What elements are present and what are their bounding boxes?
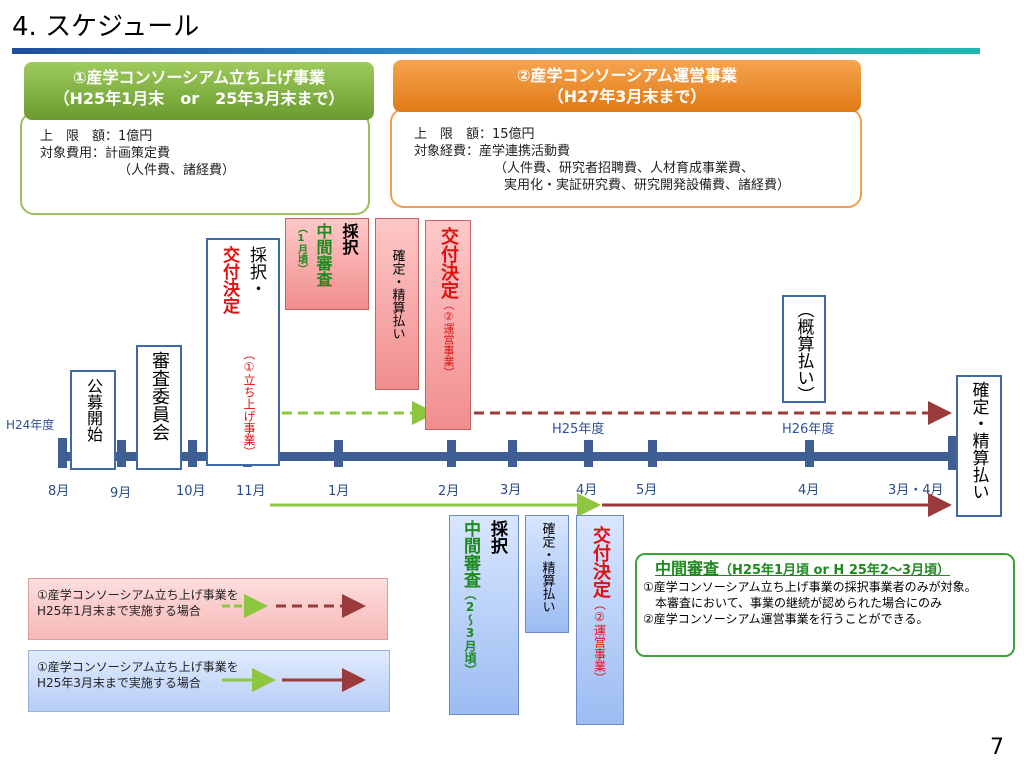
step-koubo: 公募開始 [70, 370, 116, 470]
note-line2: 本審査において、事業の継続が認められた場合にのみ [655, 596, 943, 610]
page-title: 4. スケジュール [12, 12, 200, 42]
project1-info-box: 上 限 額：1億円 対象費用：計画策定費 （人件費、諸経費） [20, 112, 370, 215]
step-kakutei-end: 確定・精算払い [956, 375, 1002, 517]
project1-header: ①産学コンソーシアム立ち上げ事業 （H25年1月末 or 25年3月末まで） [24, 62, 374, 120]
step-koufu1-text: 交付決定 [219, 246, 239, 314]
project2-header-line1: ②産学コンソーシアム運営事業 [516, 66, 738, 85]
month-label: 1月 [328, 484, 350, 499]
step-chukan-bottom-sub: （2〜3月頃） [463, 588, 477, 676]
project1-cost-label: 対象費用：計画策定費 [40, 146, 171, 161]
step-kakutei-end-text: 確定・精算払い [968, 381, 989, 500]
month-label: 3月・4月 [888, 483, 944, 498]
tick-4 [584, 440, 593, 467]
project2-header: ②産学コンソーシアム運営事業 （H27年3月末まで） [393, 60, 861, 112]
step-koufu2-top: 交付決定 （②運営事業） [425, 220, 471, 430]
project2-limit: 上 限 額：15億円 [414, 127, 535, 142]
project2-info-box: 上 限 額：15億円 対象経費：産学連携活動費 （人件費、研究者招聘費、人材育成… [390, 108, 862, 208]
note-title: 中間審査 [655, 559, 720, 578]
step-koufu2-bottom-text: 交付決定 [590, 526, 611, 598]
legend-case2-line1: ①産学コンソーシアム立ち上げ事業を [37, 660, 239, 674]
note-line3: ②産学コンソーシアム運営事業を行うことができる。 [643, 612, 929, 626]
step-saitaku1-text: 採択・ [246, 246, 266, 297]
month-label: 5月 [636, 483, 658, 498]
project2-header-line2: （H27年3月末まで） [547, 87, 707, 106]
step-kakutei-bottom-text: 確定・精算払い [539, 522, 555, 613]
step-saitaku-koufu1: 採択・ 交付決定 （①立ち上げ事業） [206, 238, 280, 466]
step-koubo-text: 公募開始 [84, 378, 103, 442]
year-label-h24: H24年度 [6, 418, 55, 432]
step-shinsa-text: 審査委員会 [149, 351, 170, 441]
legend-case2-line2: H25年3月末まで実施する場合 [37, 676, 201, 690]
title-underline [12, 48, 980, 54]
step-chukan-top: 採択 中間審査 （1月頃） [285, 218, 369, 310]
step-koufu2-top-text: 交付決定 [438, 227, 459, 299]
month-label: 4月 [576, 483, 598, 498]
step-koufu2-top-sub: （②運営事業） [442, 299, 455, 378]
step-saitaku-bottom-text: 採択 [487, 520, 507, 554]
tick-8 [58, 438, 67, 468]
step-shinsa: 審査委員会 [136, 345, 182, 470]
month-label: 3月 [500, 483, 522, 498]
step-koufu2-bottom: 交付決定 （②運営事業） [576, 515, 624, 725]
project2-cost-detail1: （人件費、研究者招聘費、人材育成事業費、 [494, 161, 755, 176]
legend-case1-line1: ①産学コンソーシアム立ち上げ事業を [37, 588, 239, 602]
project1-header-line2: （H25年1月末 or 25年3月末まで） [53, 89, 345, 108]
month-label: 10月 [176, 484, 206, 499]
note-title-sub: （H25年1月頃 or H 25年2〜3月頃） [719, 563, 951, 578]
page-number: 7 [990, 735, 1004, 760]
month-label: 9月 [110, 486, 132, 501]
tick-1 [334, 440, 343, 467]
legend-case1: ①産学コンソーシアム立ち上げ事業を H25年1月末まで実施する場合 [28, 578, 388, 640]
step-chukan-top-sub: （1月頃） [295, 223, 307, 274]
legend-case1-line2: H25年1月末まで実施する場合 [37, 604, 201, 618]
note-line1: ①産学コンソーシアム立ち上げ事業の採択事業者のみが対象。 [643, 580, 977, 594]
step-gaisan-text: （概算払い） [793, 301, 814, 403]
month-label: 2月 [438, 484, 460, 499]
project1-limit: 上 限 額：1億円 [40, 129, 153, 144]
month-label: 11月 [236, 484, 266, 499]
step-kakutei-top-text: 確定・精算払い [389, 249, 405, 340]
year-label-h26: H26年度 [782, 422, 835, 437]
step-chukan-top-text: 中間審査 [313, 223, 333, 287]
step-chukan-bottom: 採択 中間審査 （2〜3月頃） [449, 515, 519, 715]
month-label: 8月 [48, 484, 70, 499]
step-koufu1-sub: （①立ち上げ事業） [242, 348, 256, 458]
tick-2 [447, 440, 456, 467]
project2-cost-detail2: 実用化・実証研究費、研究開発設備費、諸経費） [504, 178, 791, 193]
tick-9 [117, 440, 126, 467]
legend-case2: ①産学コンソーシアム立ち上げ事業を H25年3月末まで実施する場合 [28, 650, 390, 712]
month-label: 4月 [798, 483, 820, 498]
tick-10 [188, 440, 197, 467]
project2-cost-label: 対象経費：産学連携活動費 [414, 144, 571, 159]
step-gaisan: （概算払い） [782, 295, 826, 403]
project1-cost-detail: （人件費、諸経費） [118, 163, 236, 178]
project1-header-line1: ①産学コンソーシアム立ち上げ事業 [72, 68, 326, 87]
step-kakutei-top: 確定・精算払い [375, 218, 419, 390]
step-saitaku-top-text: 採択 [339, 223, 359, 255]
note-box: 中間審査（H25年1月頃 or H 25年2〜3月頃） ①産学コンソーシアム立ち… [635, 553, 1015, 657]
tick-5 [648, 440, 657, 467]
tick-3 [508, 440, 517, 467]
step-koufu2-bottom-sub: （②運営事業） [592, 598, 607, 684]
year-label-h25: H25年度 [552, 422, 605, 437]
tick-end [948, 436, 957, 470]
tick-4b [805, 440, 814, 467]
step-kakutei-bottom: 確定・精算払い [525, 515, 569, 633]
step-chukan-bottom-text: 中間審査 [460, 520, 480, 588]
